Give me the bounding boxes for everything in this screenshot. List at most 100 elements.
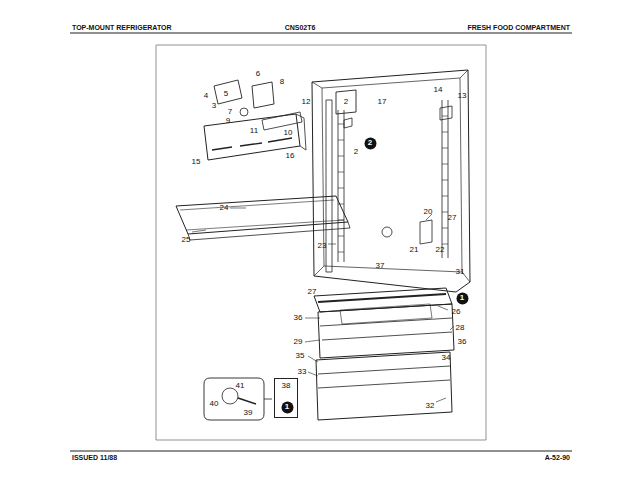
callout-number: 22 <box>436 246 445 254</box>
callout-number: 36 <box>458 338 467 346</box>
inset-box <box>204 378 264 420</box>
callout-number: 26 <box>452 308 461 316</box>
lamp-socket <box>214 80 242 104</box>
ladder-rungs <box>338 124 344 252</box>
callout-number: 39 <box>244 409 253 417</box>
callout-number: 27 <box>448 214 457 222</box>
callout-number: 32 <box>426 402 435 410</box>
callout-number: 17 <box>378 98 387 106</box>
header-text: CNS02T6 <box>285 24 316 31</box>
reference-number: 1 <box>460 294 464 302</box>
callout-number: 15 <box>192 158 201 166</box>
axle <box>238 398 256 404</box>
knob <box>344 118 352 128</box>
shelf-front <box>188 222 350 240</box>
shelf-frame <box>180 200 344 230</box>
crisper-pan <box>318 304 454 358</box>
support-bar <box>326 100 332 272</box>
ladder-rungs <box>442 116 448 244</box>
roller-wheel <box>222 388 238 404</box>
leader-line <box>305 318 320 319</box>
callout-number: 23 <box>318 242 327 250</box>
callout-number: 5 <box>224 90 228 98</box>
footer-rule <box>70 450 572 451</box>
callout-number: 14 <box>434 86 443 94</box>
callout-number: 31 <box>456 268 465 276</box>
shelf-ladder <box>338 100 448 262</box>
circle-fill <box>456 292 468 304</box>
cabinet-inner <box>322 78 462 272</box>
leader-line <box>450 326 454 330</box>
callout-number: 29 <box>294 338 303 346</box>
bulb <box>240 108 248 116</box>
roller <box>382 227 392 237</box>
callout-number: 3 <box>212 102 216 110</box>
leader-line <box>308 356 318 362</box>
reference-circle: 1 <box>456 292 469 305</box>
callout-number: 41 <box>236 382 245 390</box>
callout-number: 10 <box>284 129 293 137</box>
leader-line <box>438 306 448 310</box>
callout-number: 35 <box>296 352 305 360</box>
bracket <box>420 220 432 244</box>
leader-line <box>305 340 320 342</box>
leader-line <box>328 244 336 245</box>
header-text: ISSUED 11/88 <box>72 454 117 461</box>
leader-line <box>192 230 206 232</box>
cabinet-liner <box>312 70 470 292</box>
panel-slots <box>212 138 292 150</box>
cover-trim <box>318 294 446 302</box>
callout-number: 33 <box>298 368 307 376</box>
leader-line <box>436 398 446 402</box>
callout-number: 38 <box>275 379 297 390</box>
callout-number: 16 <box>286 152 295 160</box>
reference-circle: 1 <box>281 401 294 414</box>
circle-fill <box>364 137 376 149</box>
callout-number: 2 <box>354 148 358 156</box>
callout-number: 8 <box>280 78 284 86</box>
callout-number: 21 <box>410 246 419 254</box>
callout-number: 27 <box>308 288 317 296</box>
reference-number: 2 <box>368 139 372 147</box>
callout-number: 37 <box>376 262 385 270</box>
callout-number: 40 <box>210 400 219 408</box>
meat-pan <box>316 352 452 420</box>
callout-number: 13 <box>458 92 467 100</box>
header-rule <box>70 32 572 33</box>
leader-line <box>308 372 318 376</box>
callout-number: 36 <box>294 314 303 322</box>
callout-number: 4 <box>204 92 208 100</box>
callout-number: 28 <box>456 324 465 332</box>
clip <box>440 106 452 120</box>
callout-number: 20 <box>424 208 433 216</box>
control-panel <box>204 114 300 160</box>
leader-line <box>264 399 272 400</box>
callout-number: 34 <box>442 354 451 362</box>
callout-number: 2 <box>344 98 348 106</box>
reference-circle: 2 <box>364 137 377 150</box>
lamp-shield <box>252 82 274 108</box>
frame <box>156 45 486 440</box>
glass-shelf <box>176 196 348 234</box>
callout-number: 6 <box>256 70 260 78</box>
callout-number: 25 <box>182 236 191 244</box>
leader-line <box>230 208 246 209</box>
circle-fill <box>281 401 293 413</box>
inset-box: 38 1 <box>274 378 298 418</box>
control-housing <box>336 90 356 114</box>
pan-rib <box>318 366 450 388</box>
callout-number: 12 <box>302 98 311 106</box>
cabinet-edge <box>312 70 470 282</box>
callout-number: 24 <box>220 204 229 212</box>
callout-number: 7 <box>228 108 232 116</box>
pan-opening <box>340 304 432 324</box>
reference-number: 1 <box>285 403 289 411</box>
header-text: TOP-MOUNT REFRIGERATOR <box>72 24 172 31</box>
header-text: A-52-90 <box>545 454 570 461</box>
panel-side <box>296 114 306 150</box>
callout-number: 11 <box>250 127 258 135</box>
callout-number: 9 <box>226 117 230 125</box>
header-text: FRESH FOOD COMPARTMENT <box>467 24 570 31</box>
